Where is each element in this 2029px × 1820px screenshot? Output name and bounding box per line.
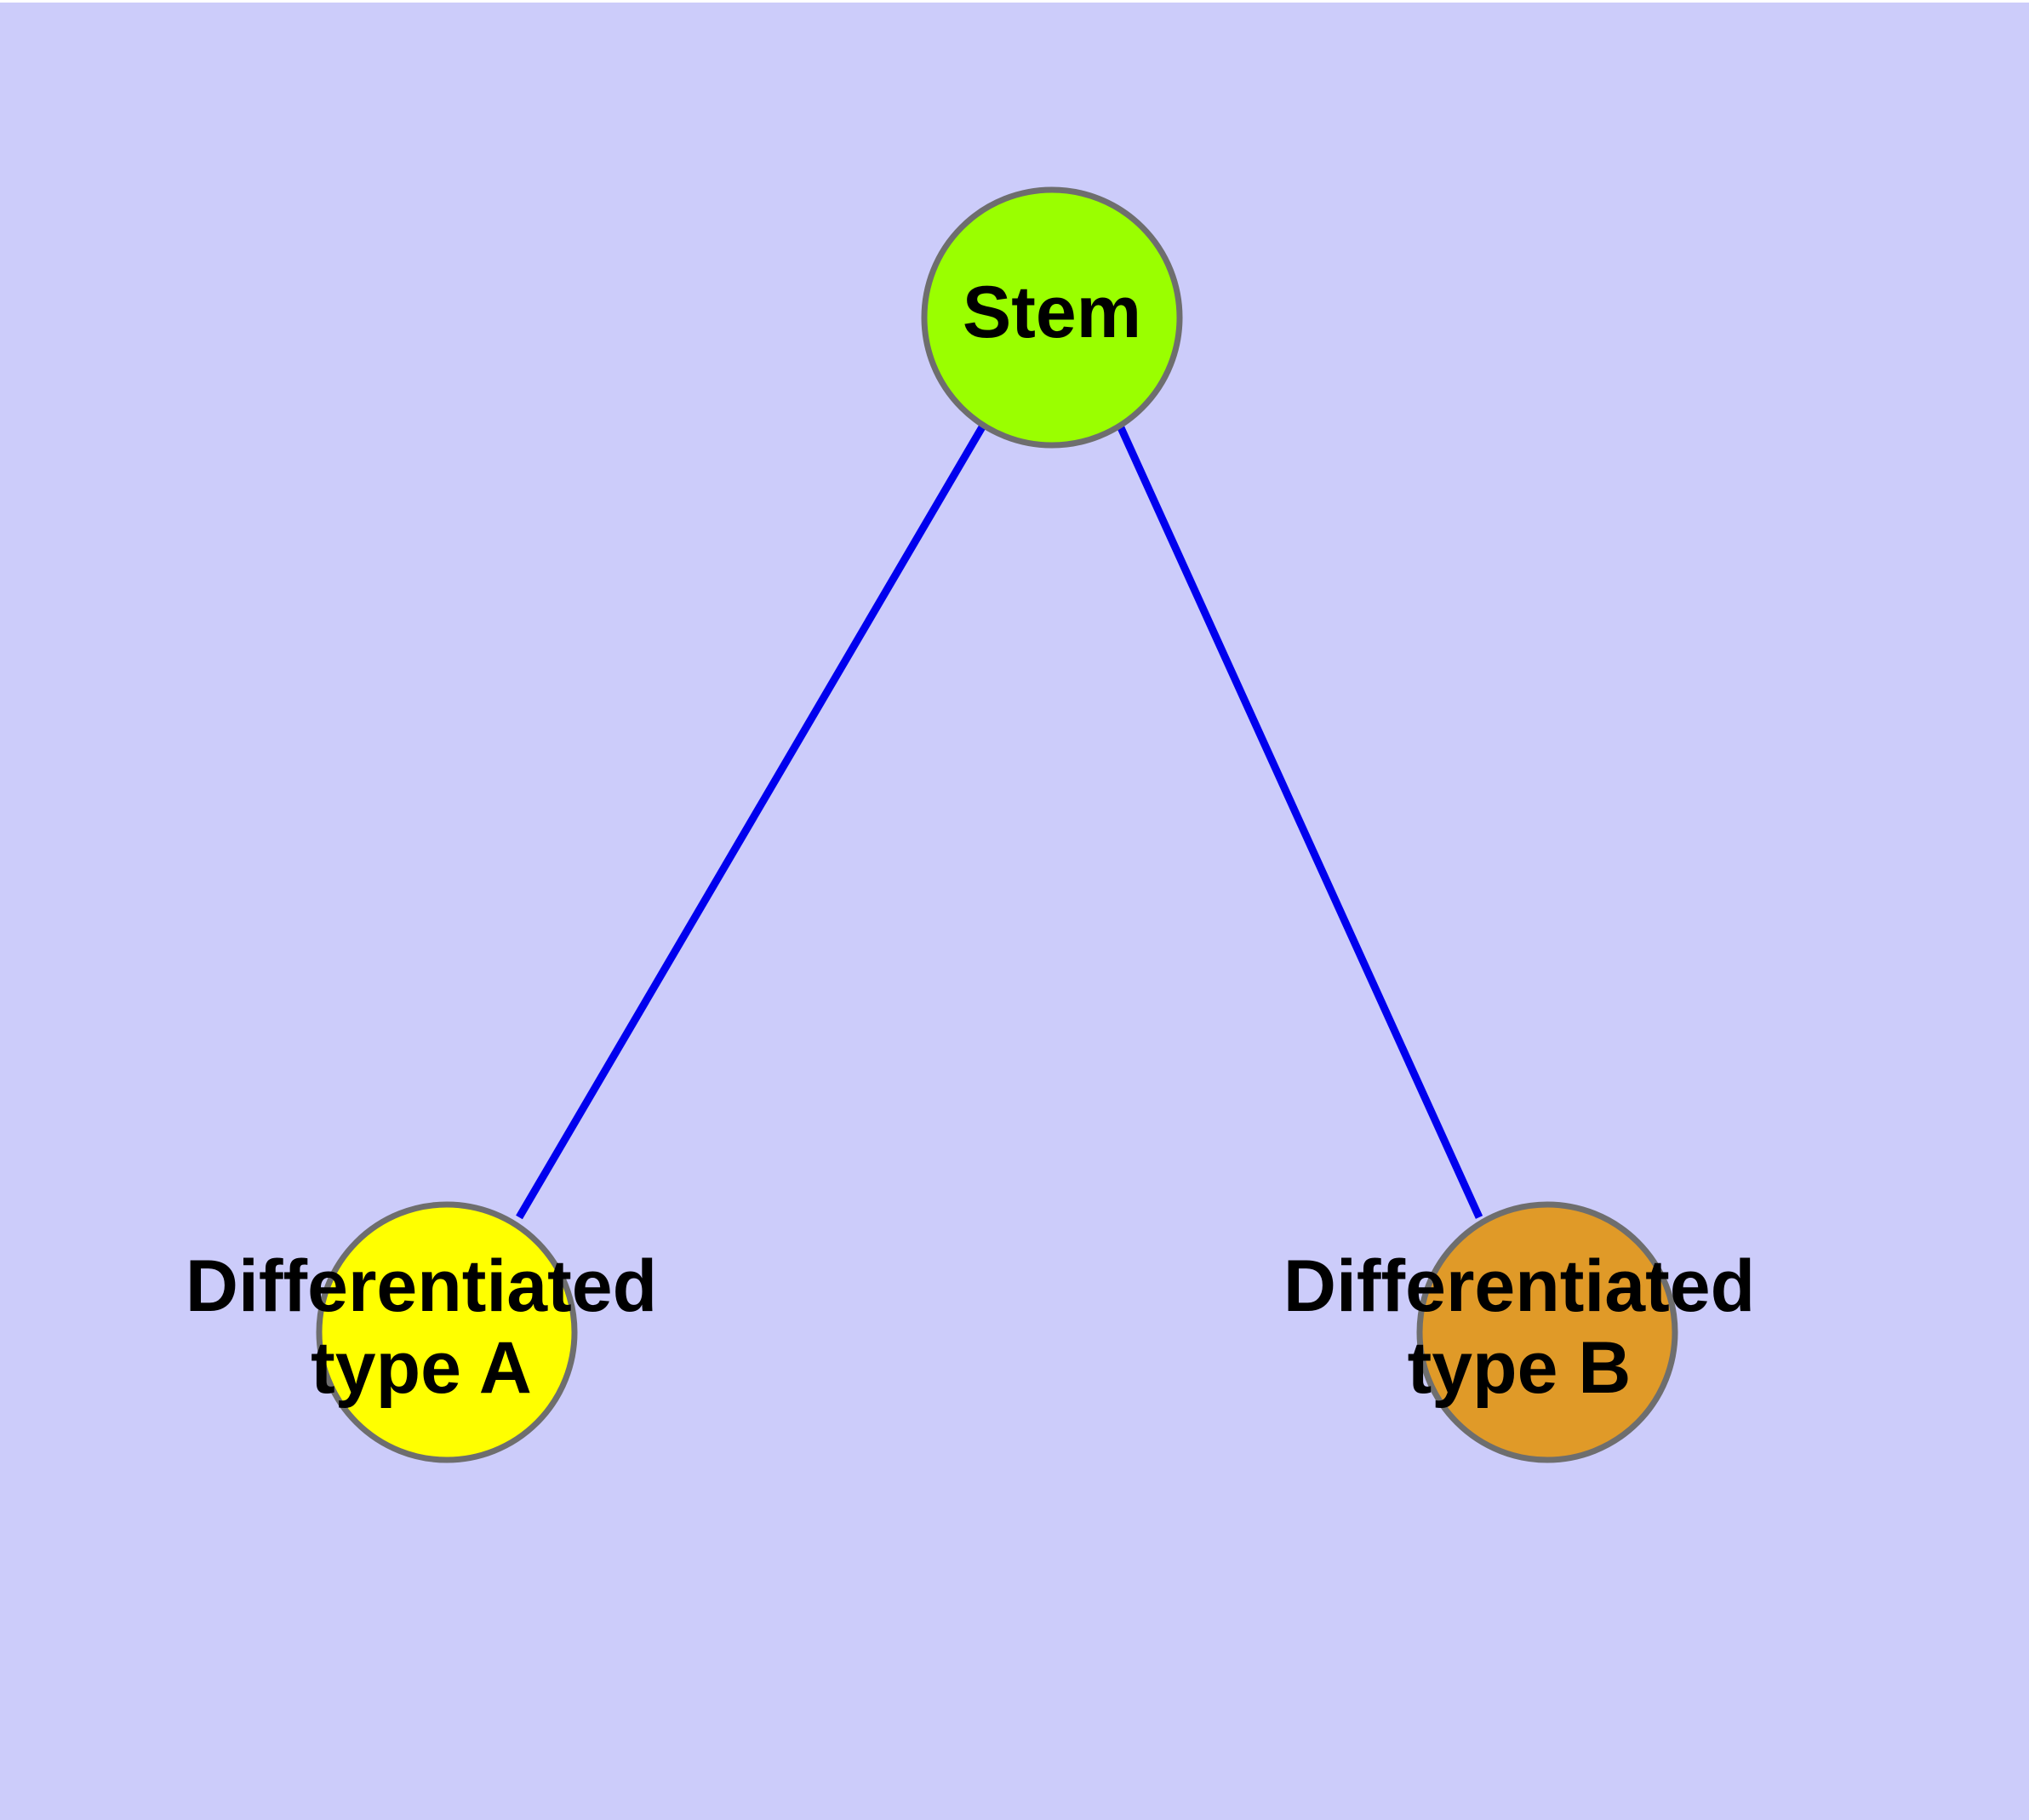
- node-stem[interactable]: [921, 186, 1183, 449]
- node-label-line: Differentiated: [186, 1245, 657, 1327]
- node-label-line: type B: [1408, 1327, 1632, 1409]
- nodes-layer: [316, 186, 1678, 1463]
- edges-layer: [516, 422, 1483, 1220]
- edge-stem-diff-a[interactable]: [516, 423, 986, 1220]
- node-diff-b[interactable]: [1416, 1201, 1678, 1463]
- node-label-line: Stem: [963, 272, 1141, 353]
- node-label-stem: Stem: [963, 272, 1141, 353]
- edge-stem-diff-b[interactable]: [1115, 422, 1483, 1219]
- node-label-line: Differentiated: [1283, 1245, 1755, 1327]
- node-diff-a[interactable]: [316, 1201, 578, 1463]
- node-label-line: type A: [311, 1327, 532, 1409]
